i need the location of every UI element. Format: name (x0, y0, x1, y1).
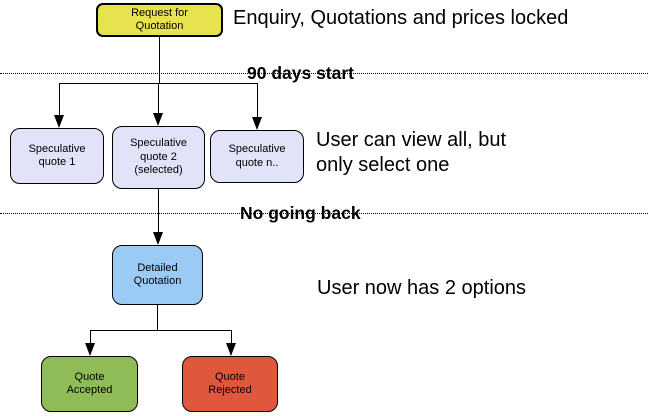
arrowhead-quote1 (53, 115, 64, 128)
milestone-90-days-start: 90 days start (247, 63, 355, 83)
node-detailed-quotation: Detailed Quotation (112, 245, 203, 305)
arrowhead-detailed (152, 232, 163, 245)
annotation-enquiry-prices-locked: Enquiry, Quotations and prices locked (233, 7, 569, 29)
node-speculative-quote-n: Speculative quote n.. (210, 130, 304, 183)
arrowhead-quoten (251, 117, 262, 130)
milestone-no-going-back: No going back (240, 203, 361, 223)
node-request-for-quotation: Request for Quotation (96, 3, 223, 37)
node-speculative-quote-1: Speculative quote 1 (10, 128, 104, 184)
connector-detailed-down (157, 305, 158, 331)
connector-to-rejected (231, 330, 232, 344)
node-speculative-quote-2-selected: Speculative quote 2 (selected) (112, 126, 205, 189)
connector-to-quoten (257, 83, 258, 118)
arrowhead-rejected (225, 343, 236, 356)
connector-to-accepted (90, 330, 91, 344)
annotation-user-can-view-all: User can view all, but only select one (316, 129, 507, 176)
arrowhead-accepted (84, 343, 95, 356)
connector-branch-bottom (90, 330, 232, 331)
arrowhead-quote2 (152, 113, 163, 126)
connector-to-quote1 (59, 83, 60, 116)
connector-to-detailed (158, 189, 159, 233)
connector-request-down (159, 37, 160, 84)
connector-to-quote2 (158, 83, 159, 114)
separator-line-no-going-back (0, 213, 648, 214)
node-quote-accepted: Quote Accepted (41, 356, 138, 412)
separator-line-90-days (0, 73, 648, 74)
annotation-user-two-options: User now has 2 options (317, 277, 527, 299)
node-quote-rejected: Quote Rejected (182, 356, 278, 412)
